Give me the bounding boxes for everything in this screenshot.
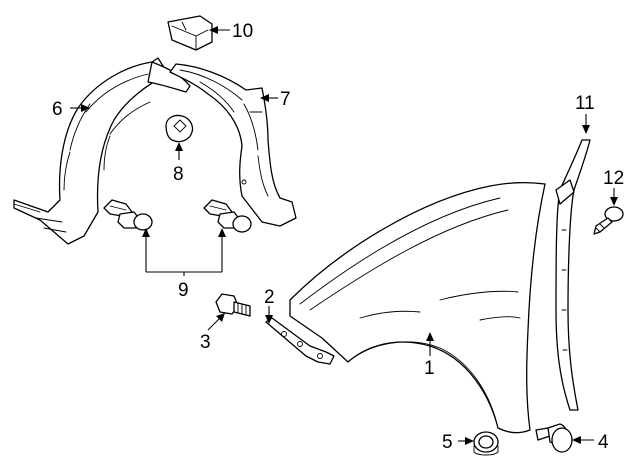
- leader-11: [582, 114, 590, 134]
- part-6-fender-liner-left[interactable]: [13, 57, 191, 245]
- leader-3: [207, 313, 225, 331]
- leader-8: [175, 142, 183, 160]
- part-2-bracket[interactable]: [265, 317, 335, 365]
- callout-5: 5: [442, 432, 453, 453]
- part-12-screw[interactable]: [593, 206, 624, 235]
- callout-9: 9: [178, 280, 189, 301]
- part-1-fender[interactable]: [289, 182, 546, 434]
- part-8-grommet[interactable]: [165, 114, 194, 143]
- leader-12: [610, 188, 618, 206]
- callout-2: 2: [264, 287, 275, 308]
- callout-3: 3: [200, 332, 211, 353]
- part-9-clip-right[interactable]: [203, 199, 252, 233]
- part-5-nut[interactable]: [473, 431, 499, 456]
- part-7-fender-liner-right[interactable]: [169, 63, 297, 227]
- leader-6: [70, 104, 90, 112]
- callout-7: 7: [280, 89, 291, 110]
- leader-1: [426, 332, 434, 356]
- callout-6: 6: [52, 99, 63, 120]
- callout-8: 8: [173, 164, 184, 185]
- part-10-clip[interactable]: [167, 15, 213, 51]
- callout-12: 12: [603, 168, 624, 189]
- part-4-clip[interactable]: [535, 423, 573, 453]
- leader-7: [260, 94, 278, 102]
- leader-10: [209, 26, 230, 34]
- callout-4: 4: [598, 432, 609, 453]
- part-11-seal[interactable]: [555, 139, 591, 411]
- leader-2: [265, 306, 273, 324]
- leader-9: [142, 228, 226, 276]
- part-3-bolt[interactable]: [215, 293, 251, 317]
- part-9-clip-left[interactable]: [103, 199, 153, 231]
- leader-5: [458, 437, 474, 445]
- leader-4: [572, 436, 594, 444]
- callout-1: 1: [424, 358, 435, 379]
- callout-11: 11: [575, 93, 595, 114]
- callout-10: 10: [232, 21, 253, 42]
